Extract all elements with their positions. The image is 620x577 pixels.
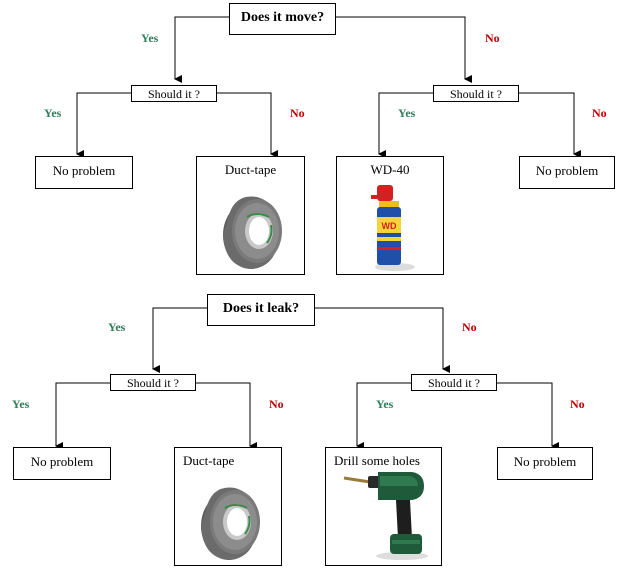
question-leak-yes-should-it: Should it ? <box>110 374 196 391</box>
question-move-yes-should-it: Should it ? <box>131 85 217 102</box>
connector-move-no-no <box>519 92 581 158</box>
question-move-no-should-it: Should it ? <box>433 85 519 102</box>
result-leak-duct-tape: Duct-tape <box>174 447 282 566</box>
label-leak-yes: Yes <box>108 320 126 334</box>
duct-tape-roll-icon <box>201 487 260 560</box>
result-move-no-problem: No problem <box>35 156 133 189</box>
label-move-no: No <box>485 31 500 45</box>
connector-leak-yes-no <box>196 382 257 450</box>
connector-move-yes <box>174 16 229 83</box>
connector-leak-yes <box>152 307 207 373</box>
connector-leak-no-yes <box>356 382 411 450</box>
label-move-no-yes: Yes <box>398 106 416 120</box>
result-leak-duct-tape-label: Duct-tape <box>183 453 235 468</box>
question-does-it-move: Does it move? <box>229 3 336 35</box>
question-leak-no-should-it: Should it ? <box>411 374 497 391</box>
connector-move-yes-no <box>217 92 278 158</box>
label-move-yes-no: No <box>290 106 305 120</box>
result-move-duct-tape: Duct-tape <box>196 156 305 275</box>
label-leak-yes-no: No <box>269 397 284 411</box>
connector-move-no <box>336 16 472 83</box>
result-leak-drill-holes: Drill some holes <box>325 447 442 566</box>
result-move-wd40-label: WD-40 <box>370 162 410 177</box>
result-move-duct-tape-label: Duct-tape <box>224 162 277 177</box>
label-leak-no-no: No <box>570 397 585 411</box>
label-move-yes-yes: Yes <box>44 106 62 120</box>
connector-move-no-yes <box>378 92 433 158</box>
result-leak-drill-holes-label: Drill some holes <box>334 453 420 468</box>
question-does-it-leak: Does it leak? <box>207 294 315 326</box>
result-leak-no-problem: No problem <box>13 447 111 480</box>
label-move-yes: Yes <box>141 31 159 45</box>
connector-leak-no-no <box>497 382 559 450</box>
label-move-no-no: No <box>592 106 607 120</box>
connector-move-yes-yes <box>76 92 131 158</box>
result-move-no-problem-2: No problem <box>519 156 615 189</box>
result-leak-no-problem-2: No problem <box>497 447 593 480</box>
label-leak-no-yes: Yes <box>376 397 394 411</box>
duct-tape-roll-icon <box>223 196 282 269</box>
svg-text:WD: WD <box>382 221 397 231</box>
power-drill-icon <box>343 472 428 560</box>
connector-leak-no <box>315 307 450 373</box>
result-move-wd40: WD-40 WD <box>336 156 444 275</box>
connector-leak-yes-yes <box>55 382 110 450</box>
label-leak-yes-yes: Yes <box>12 397 30 411</box>
label-leak-no: No <box>462 320 477 334</box>
wd40-can-icon: WD <box>371 185 415 271</box>
